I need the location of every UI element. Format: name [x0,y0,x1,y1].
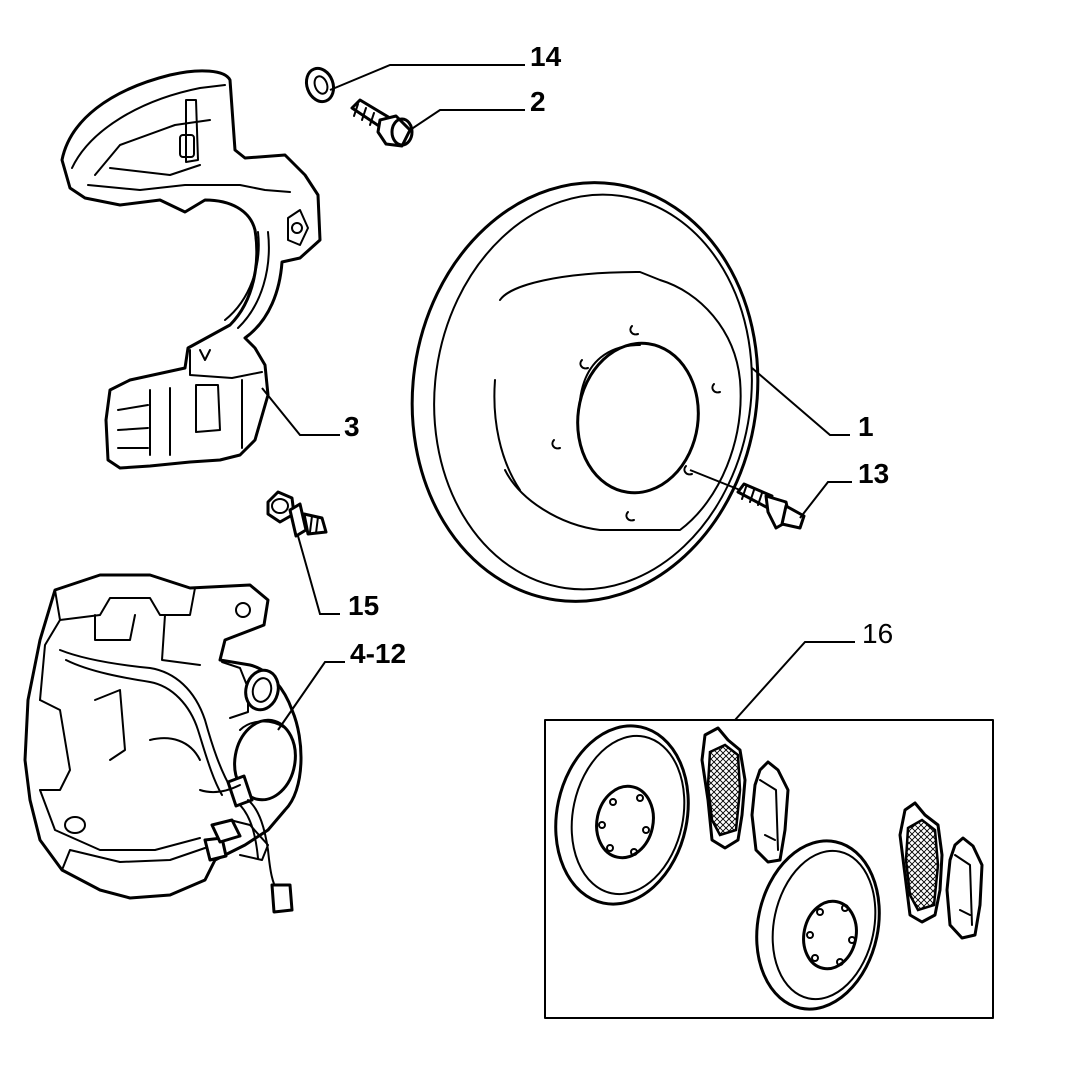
callout-2: 2 [530,86,546,117]
brake-caliper [23,573,303,914]
leader-2 [409,109,525,131]
brake-disc [410,181,760,603]
callout-15: 15 [348,590,379,621]
leader-13 [799,481,852,519]
bolt [350,98,414,148]
leader-lines [261,64,855,731]
callout-14: 14 [530,41,562,72]
callout-13: 13 [858,458,889,489]
leader-1 [751,367,850,436]
leader-14 [329,64,525,91]
callout-4-12: 4-12 [350,638,406,669]
callout-16: 16 [862,618,893,649]
callout-1: 1 [858,411,874,442]
splash-shield [60,69,322,470]
leader-16 [734,641,855,721]
leader-15 [297,535,340,615]
leader-3 [261,387,340,436]
leader-4-12 [277,661,345,731]
callout-3: 3 [344,411,360,442]
wheel-stud [689,469,806,530]
disc-pad-kit [544,719,994,1019]
washer [304,66,336,104]
bleed-screw [266,490,328,538]
